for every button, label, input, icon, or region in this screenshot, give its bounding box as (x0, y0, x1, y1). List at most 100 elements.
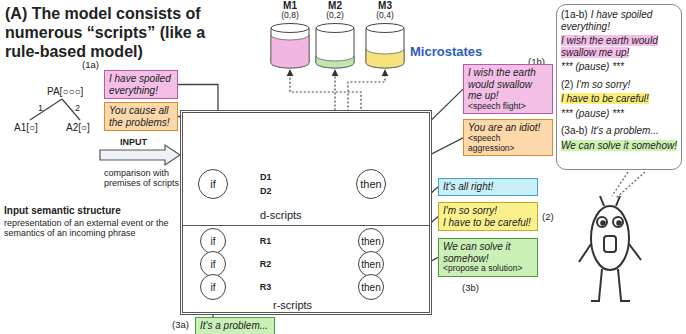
bubble-line: I wish the earth would swallow me up! (561, 35, 677, 58)
microstate-cylinder: M3(0,4) (364, 0, 406, 70)
bubble-text: (3a-b) (561, 125, 588, 136)
cylinder-shape (269, 23, 311, 69)
circle-text: then (361, 259, 380, 270)
bubble-line: (2)I'm so sorry! (561, 79, 677, 91)
divider-line (183, 225, 429, 226)
input-tree (30, 99, 80, 120)
circle-text: then (361, 282, 380, 293)
edge-label: D2 (258, 186, 274, 196)
input-arrow (100, 145, 180, 165)
circle-text: if (211, 282, 216, 293)
bubble-text: I wish the earth would swallow me up! (561, 35, 658, 58)
title: (A) The model consists of numerous “scri… (5, 4, 243, 62)
phrase-text: It's all right! (443, 181, 533, 193)
comment-text: <speech flight> (468, 102, 548, 112)
circle-text: if (210, 178, 216, 190)
label-text: (3a) (172, 319, 189, 330)
edge-label: R2 (258, 259, 274, 269)
group-heading: d-scripts (260, 209, 302, 221)
label-text: comparison with premises of scripts (104, 168, 180, 189)
bubble-line: *** (pause) *** (561, 61, 677, 73)
circle-text: if (211, 259, 216, 270)
phrase-callout: You are an idiot!<speech aggression> (463, 119, 553, 156)
cylinder-top (271, 24, 309, 33)
bubble-text: *** (pause) *** (561, 108, 624, 119)
cylinder-top (316, 24, 354, 33)
script-circle: then (358, 274, 384, 300)
comment-text: <speech aggression> (468, 134, 548, 154)
cylinder-shape (314, 23, 356, 69)
microstate-value: (0,8) (269, 11, 311, 20)
phrase-callout: We can solve it somehow!<propose a solut… (438, 238, 538, 277)
phrase-callout: I'm so sorry!I have to be careful! (438, 202, 538, 231)
phrase-text: We can solve it somehow! (443, 241, 533, 264)
cylinder-fill (366, 49, 404, 68)
label-text: PA[○○○] (47, 86, 83, 97)
comment-text: <propose a solution> (443, 264, 533, 274)
phrase-callout: It's a problem... (195, 317, 275, 334)
cylinder-body (271, 28, 309, 68)
phrase-text: I have spoiled everything! (109, 73, 173, 96)
bubble-text: It's a problem... (591, 125, 659, 136)
cylinder-shape (364, 23, 406, 69)
script-circle: if (198, 169, 228, 199)
phrase-text: It's a problem... (200, 320, 270, 332)
script-circle: then (356, 169, 386, 199)
phrase-callout: You cause all the problems! (104, 102, 178, 131)
bubble-line: We can solve it somehow! (561, 140, 677, 152)
cylinder-fill (316, 56, 354, 68)
phrase-text: I wish the earth would swallow me up! (468, 67, 548, 102)
bubble-line: (1a-b)I have spoiled everything! (561, 9, 677, 32)
circle-text: if (211, 236, 216, 247)
microstate-name: M1 (269, 0, 311, 11)
bubble-text: We can solve it somehow! (561, 140, 677, 151)
bubble-text: I'm so sorry! (576, 79, 630, 90)
edge-label: D1 (258, 172, 274, 182)
phrase-callout: It's all right! (438, 178, 538, 196)
label-text: A1[○] (14, 122, 38, 133)
bubble-text: *** (pause) *** (561, 61, 624, 72)
bubble-line: (3a-b)It's a problem... (561, 125, 677, 137)
phrase-callout: I have spoiled everything! (104, 70, 178, 99)
label-text: (2) (542, 211, 554, 222)
circle-text: then (360, 178, 381, 190)
edge-label: R1 (258, 236, 274, 246)
phrase-text: You are an idiot! (468, 122, 548, 134)
cylinder-body (366, 28, 404, 68)
circle-text: then (361, 236, 380, 247)
edge-label: R3 (258, 282, 274, 292)
label-text: Microstates (410, 44, 482, 59)
label-text: 1 (38, 103, 43, 113)
label-text: Input semantic structure (4, 205, 174, 216)
speech-bubble: (1a-b)I have spoiled everything! I wish t… (556, 4, 682, 170)
label-text: 2 (75, 103, 80, 113)
phrase-callout: I wish the earth would swallow me up!<sp… (463, 64, 553, 114)
microstate-name: M2 (314, 0, 356, 11)
phrase-text: You cause all the problems! (109, 105, 173, 128)
bubble-text: (1a-b) (561, 9, 588, 20)
label-text: representation of an external event or t… (4, 218, 174, 239)
label-text: INPUT (120, 137, 147, 147)
cylinder-body (316, 28, 354, 68)
scripts-container: d-scripts r-scripts if then if then if then if th… (180, 110, 432, 315)
script-circle: if (200, 274, 226, 300)
microstate-cylinder: M1(0,8) (269, 0, 311, 70)
microstate-value: (0,2) (314, 11, 356, 20)
bubble-line: *** (pause) *** (561, 108, 677, 120)
phrase-text: I'm so sorry! (443, 205, 533, 217)
robot (579, 196, 641, 301)
bubble-line: I have to be careful! (561, 93, 677, 105)
label-text: A2[○] (66, 122, 90, 133)
group-heading: r-scripts (273, 299, 312, 311)
microstate-cylinder: M2(0,2) (314, 0, 356, 70)
label-text: (1a) (82, 59, 99, 70)
bubble-text: (2) (561, 79, 573, 90)
microstate-value: (0,4) (364, 11, 406, 20)
bubble-tail (612, 172, 645, 198)
microstate-name: M3 (364, 0, 406, 11)
cylinder-top (366, 24, 404, 33)
phrase-text: I have to be careful! (443, 217, 533, 229)
cylinder-fill (271, 35, 309, 68)
